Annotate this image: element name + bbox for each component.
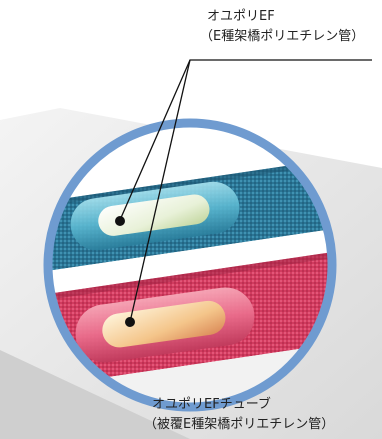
leader-lines — [119, 59, 372, 323]
leader-dot-inner-pipe — [115, 216, 125, 226]
red-pipe — [48, 248, 332, 390]
leader-line-tube — [129, 59, 191, 323]
magnified-view — [48, 123, 332, 407]
callout-inner-pipe-description: （E種架橋ポリエチレン管） — [200, 29, 365, 44]
callout-tube-description: （被覆E種架橋ポリエチレン管） — [144, 417, 335, 432]
leader-dot-tube — [125, 317, 135, 327]
magnifier-ring — [43, 118, 337, 412]
callout-tube-name: オユポリEFチューブ — [152, 397, 271, 412]
callout-inner-pipe-name: オユポリEF — [207, 9, 275, 24]
